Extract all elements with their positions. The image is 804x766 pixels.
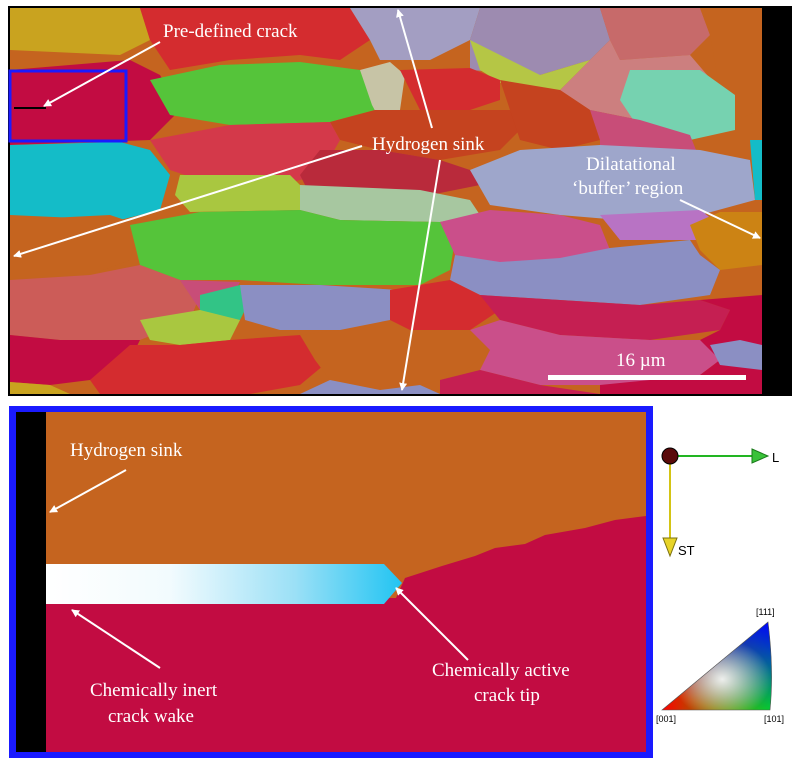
st-axis-arrowhead [662, 537, 678, 558]
arrow-sink-left [13, 145, 363, 258]
st-axis-label: ST [678, 543, 695, 558]
label-active-1: Chemically active [432, 660, 570, 681]
l-axis-label: L [772, 450, 779, 465]
out-of-plane-axis-dot [661, 447, 679, 465]
scale-bar-label: 16 µm [616, 350, 666, 371]
ipf-label-101: [101] [764, 714, 784, 724]
bottom-sink-strip [16, 412, 46, 752]
zoom-panel [9, 406, 653, 758]
arrow-active-tip [395, 587, 469, 661]
ipf-label-111: [111] [756, 607, 775, 617]
label-dilatational-1: Dilatational [586, 154, 676, 175]
l-axis-arrowhead [751, 448, 770, 464]
label-predefined-crack: Pre-defined crack [163, 21, 298, 42]
label-dilatational-2: ‘buffer’ region [572, 178, 684, 199]
top-annotation-arrows [13, 9, 761, 391]
scale-bar-line [548, 375, 746, 380]
arrow-inert-wake [71, 609, 161, 669]
ipf-legend: [111] [001] [101] [656, 607, 784, 724]
top-sink-strip [762, 6, 792, 396]
arrow-predefined-crack [43, 41, 161, 107]
arrow-sink-top [396, 9, 433, 129]
label-inert-1: Chemically inert [90, 680, 218, 701]
arrow-bottom-sink [49, 469, 127, 513]
arrow-sink-bottom [399, 159, 441, 391]
crimson-grain [16, 516, 646, 752]
zoom-region-box [8, 69, 128, 143]
arrow-buffer [679, 199, 761, 239]
label-hydrogen-sink-top: Hydrogen sink [372, 134, 485, 155]
bottom-annotation-arrows [49, 469, 469, 669]
orientation-axes: L ST [661, 447, 779, 558]
label-active-2: crack tip [474, 685, 540, 706]
label-inert-2: crack wake [108, 706, 194, 727]
grain-map [8, 6, 792, 396]
crack-wake [46, 564, 402, 604]
scale-bar: 16 µm [548, 350, 746, 380]
label-hydrogen-sink-bottom: Hydrogen sink [70, 440, 183, 461]
ipf-label-001: [001] [656, 714, 676, 724]
